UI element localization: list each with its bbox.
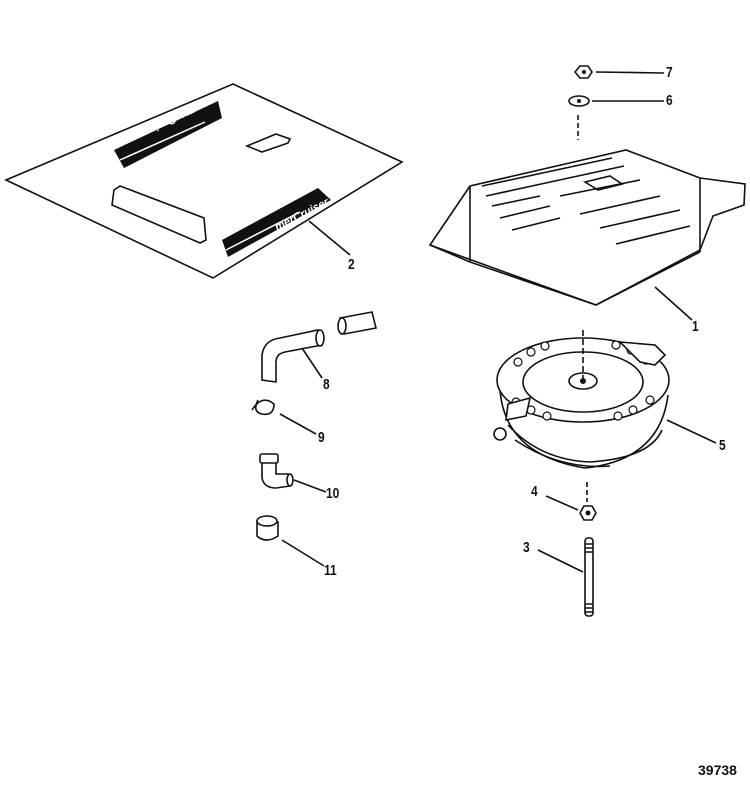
nut-7 <box>573 65 665 79</box>
callout-2: 2 <box>348 256 355 273</box>
callout-5: 5 <box>719 437 726 454</box>
washer-6 <box>568 95 664 140</box>
elbow-fitting-10 <box>259 453 327 493</box>
figure-number: 39738 <box>698 762 737 778</box>
callout-7: 7 <box>666 64 673 81</box>
callout-9: 9 <box>318 429 325 446</box>
nut-4 <box>545 482 597 521</box>
callout-1: 1 <box>692 318 699 335</box>
hose-8 <box>261 311 377 383</box>
stud-3 <box>537 537 594 617</box>
callout-10: 10 <box>326 485 340 502</box>
callout-6: 6 <box>666 92 673 109</box>
callout-11: 11 <box>324 562 337 579</box>
callout-3: 3 <box>523 539 530 556</box>
clamp-9 <box>251 399 317 435</box>
callout-4: 4 <box>531 483 538 500</box>
flame-arrestor-cover <box>428 149 746 321</box>
leader-line-2 <box>308 220 351 256</box>
flame-arrestor <box>493 330 717 469</box>
decal-stripe-lower: merCruiser <box>222 188 331 257</box>
leader-line-5 <box>666 419 717 444</box>
callout-8: 8 <box>323 376 330 393</box>
decal-sheet: merCruiser merCruiser <box>4 83 404 279</box>
cap-11 <box>256 515 325 567</box>
leader-line-1 <box>654 286 693 321</box>
